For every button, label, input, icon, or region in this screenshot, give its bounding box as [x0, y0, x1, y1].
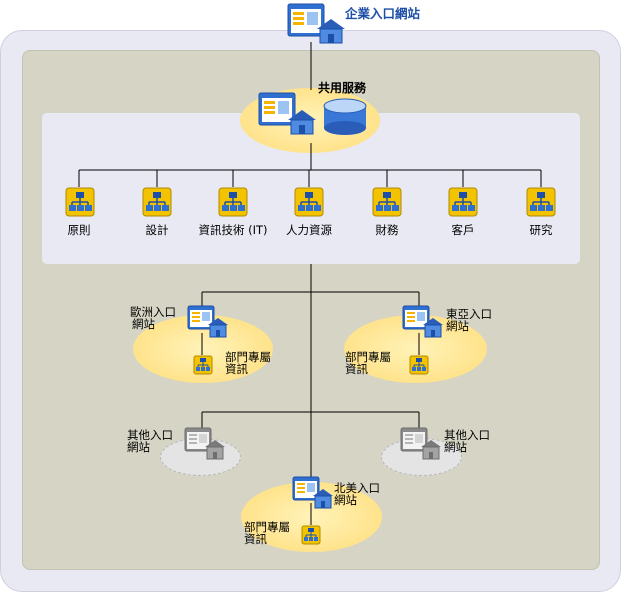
department-node[interactable]	[218, 187, 248, 217]
org-chart-icon	[372, 187, 402, 217]
portal-house-gray-icon	[184, 427, 225, 460]
department-label: 設計	[145, 223, 169, 237]
database-icon	[323, 98, 367, 135]
top-portal-title: 企業入口網站	[345, 6, 421, 21]
portal-house-gray-icon	[400, 427, 441, 460]
portal-name-line: 歐洲入口	[130, 305, 176, 319]
east-asia-dept-node[interactable]	[409, 355, 429, 375]
department-label: 原則	[67, 223, 91, 237]
department-node[interactable]	[65, 187, 95, 217]
department-node[interactable]	[372, 187, 402, 217]
dept-info-line: 資訊	[244, 532, 267, 546]
portal-house-icon	[402, 305, 443, 338]
org-chart-icon	[193, 355, 213, 375]
portal-name-line: 北美入口	[334, 481, 380, 495]
portal-name-line: 網站	[127, 440, 150, 454]
dept-info-line: 資訊	[225, 362, 248, 376]
north-america-portal-name: 北美入口 網站	[334, 482, 380, 506]
portal-name-line: 東亞入口	[446, 307, 492, 321]
portal-house-icon	[287, 3, 345, 44]
other-portal-node-right[interactable]	[400, 427, 442, 461]
dept-info-line: 部門專屬	[244, 520, 290, 534]
dept-info-line: 部門專屬	[345, 350, 391, 364]
portal-house-icon	[258, 92, 316, 135]
portal-name-line: 網站	[444, 440, 467, 454]
org-chart-icon	[294, 187, 324, 217]
org-chart-icon	[218, 187, 248, 217]
other-portal-name-right: 其他入口 網站	[444, 429, 490, 453]
org-chart-icon	[142, 187, 172, 217]
department-node[interactable]	[526, 187, 556, 217]
department-node[interactable]	[448, 187, 478, 217]
europe-portal-name: 歐洲入口 網站	[130, 306, 176, 330]
north-america-dept-node[interactable]	[301, 525, 321, 545]
portal-name-line: 網站	[334, 493, 357, 507]
org-chart-icon	[448, 187, 478, 217]
department-label: 客戶	[451, 223, 475, 237]
portal-name-line: 網站	[446, 319, 469, 333]
org-chart-icon	[65, 187, 95, 217]
dept-info-line: 資訊	[345, 362, 368, 376]
east-asia-portal-node[interactable]	[402, 305, 444, 339]
portal-name-line: 其他入口	[444, 428, 490, 442]
portal-name-line: 網站	[132, 317, 155, 331]
shared-services-title: 共用服務	[318, 81, 367, 95]
portal-name-line: 其他入口	[127, 428, 173, 442]
department-label: 人力資源	[286, 223, 332, 237]
portal-house-icon	[187, 305, 228, 338]
portal-house-icon	[292, 476, 333, 509]
department-label: 資訊技術 (IT)	[198, 223, 268, 237]
department-node[interactable]	[294, 187, 324, 217]
org-chart-icon	[409, 355, 429, 375]
europe-dept-info-label: 部門專屬 資訊	[225, 351, 271, 375]
europe-dept-node[interactable]	[193, 355, 213, 375]
shared-services-node[interactable]	[258, 92, 370, 140]
department-label: 研究	[529, 223, 553, 237]
org-chart-icon	[526, 187, 556, 217]
other-portal-node-left[interactable]	[184, 427, 226, 461]
other-portal-name-left: 其他入口 網站	[127, 429, 173, 453]
department-label: 財務	[375, 223, 399, 237]
department-node[interactable]	[142, 187, 172, 217]
org-chart-icon	[301, 525, 321, 545]
top-portal-node[interactable]	[287, 3, 347, 45]
north-america-portal-node[interactable]	[292, 476, 334, 510]
north-america-dept-info-label: 部門專屬 資訊	[244, 521, 290, 545]
europe-portal-node[interactable]	[187, 305, 229, 339]
dept-info-line: 部門專屬	[225, 350, 271, 364]
east-asia-portal-name: 東亞入口 網站	[446, 308, 492, 332]
east-asia-dept-info-label: 部門專屬 資訊	[345, 351, 391, 375]
